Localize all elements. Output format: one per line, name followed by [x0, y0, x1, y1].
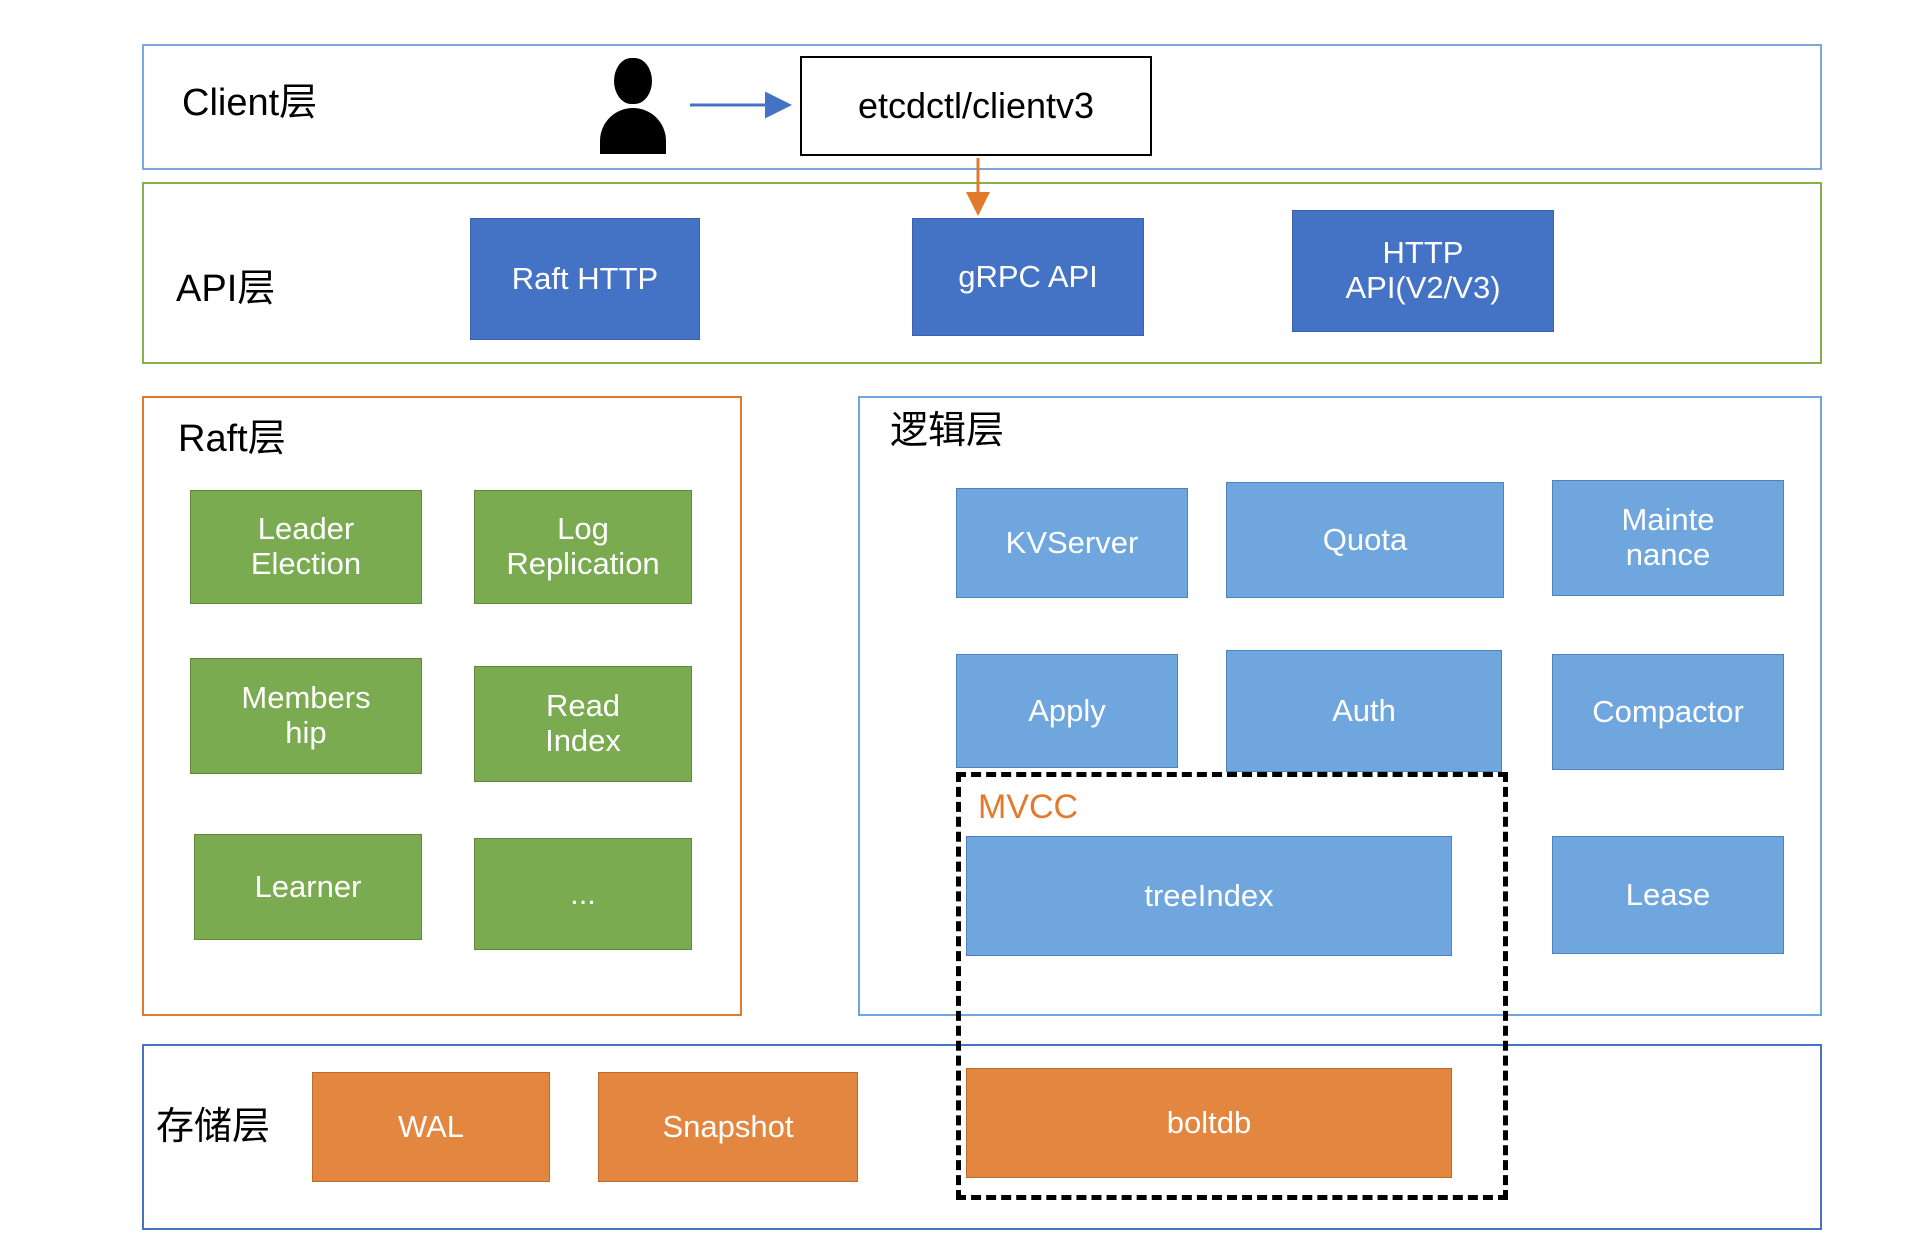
node-learner[interactable]: Learner — [194, 834, 422, 940]
node-boltdb[interactable]: boltdb — [966, 1068, 1452, 1178]
node-quota[interactable]: Quota — [1226, 482, 1504, 598]
node-grpc-api[interactable]: gRPC API — [912, 218, 1144, 336]
node-raft-more[interactable]: ... — [474, 838, 692, 950]
node-wal[interactable]: WAL — [312, 1072, 550, 1182]
mvcc-group-label: MVCC — [978, 788, 1079, 826]
layer-raft-title: Raft层 — [178, 418, 286, 460]
user-icon-body — [600, 108, 666, 154]
node-membership[interactable]: Members hip — [190, 658, 422, 774]
node-etcdctl-clientv3[interactable]: etcdctl/clientv3 — [800, 56, 1152, 156]
node-log-replication[interactable]: Log Replication — [474, 490, 692, 604]
node-treeindex[interactable]: treeIndex — [966, 836, 1452, 956]
node-leader-election[interactable]: Leader Election — [190, 490, 422, 604]
node-read-index[interactable]: Read Index — [474, 666, 692, 782]
node-snapshot[interactable]: Snapshot — [598, 1072, 858, 1182]
node-http-api-v2-v3[interactable]: HTTP API(V2/V3) — [1292, 210, 1554, 332]
user-icon — [600, 58, 666, 154]
node-maintenance[interactable]: Mainte nance — [1552, 480, 1784, 596]
node-lease[interactable]: Lease — [1552, 836, 1784, 954]
user-icon-head — [614, 58, 652, 104]
layer-api-title: API层 — [176, 268, 276, 310]
layer-client-title: Client层 — [182, 82, 318, 124]
layer-logic-title: 逻辑层 — [890, 410, 1005, 452]
node-kvserver[interactable]: KVServer — [956, 488, 1188, 598]
node-auth[interactable]: Auth — [1226, 650, 1502, 772]
node-apply[interactable]: Apply — [956, 654, 1178, 768]
node-raft-http[interactable]: Raft HTTP — [470, 218, 700, 340]
layer-storage-title: 存储层 — [156, 1106, 271, 1148]
node-compactor[interactable]: Compactor — [1552, 654, 1784, 770]
